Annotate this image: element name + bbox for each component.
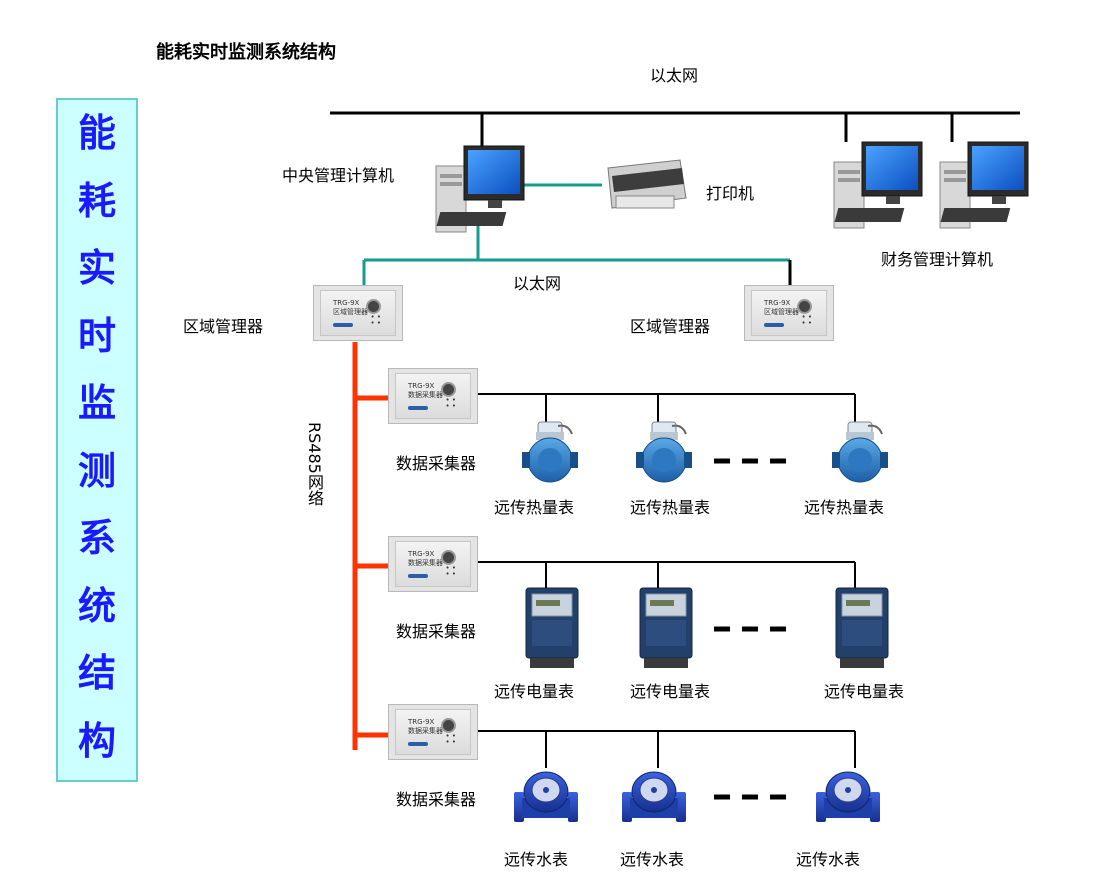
heat-meter-icon [831, 421, 889, 483]
collector-label: 数据采集器 [396, 790, 477, 809]
central-computer-label: 中央管理计算机 [282, 166, 395, 185]
finance-computer-label: 财务管理计算机 [881, 250, 994, 269]
water-meter-label: 远传水表 [620, 850, 685, 869]
ethernet-top-label: 以太网 [650, 66, 699, 85]
heat-meter-label: 远传热量表 [494, 498, 575, 517]
electric-meter-icon [639, 587, 693, 669]
water-meter-label: 远传水表 [504, 850, 569, 869]
heat-meter-icon [521, 421, 579, 483]
rs485-label: RS485网络 [305, 422, 324, 506]
water-meter-label: 远传水表 [796, 850, 861, 869]
collector-label: 数据采集器 [396, 622, 477, 641]
zone-manager-label: 区域管理器 [630, 317, 711, 336]
side-title-char: 统 [77, 583, 116, 628]
water-meter-icon [621, 771, 687, 823]
side-title-char: 监 [77, 381, 116, 425]
water-meter-icon [513, 771, 579, 823]
side-title-char: 耗 [77, 178, 116, 223]
ethernet-mid-label: 以太网 [513, 274, 562, 293]
side-title-char: 时 [77, 313, 116, 358]
collector-label: 数据采集器 [396, 454, 477, 473]
water-meter-icon [815, 771, 881, 823]
side-title-char: 系 [77, 516, 116, 560]
side-title-char: 实 [77, 246, 116, 290]
printer-icon [607, 159, 687, 209]
side-title-panel: 能 耗 实 时 监 测 系 统 结 构 [56, 98, 138, 782]
heat-meter-label: 远传热量表 [804, 498, 885, 517]
printer-label: 打印机 [706, 184, 755, 203]
heat-meter-label: 远传热量表 [630, 498, 711, 517]
page-title: 能耗实时监测系统结构 [156, 42, 336, 63]
electric-meter-icon [835, 587, 889, 669]
electric-meter-label: 远传电量表 [630, 682, 711, 701]
zone-manager-label: 区域管理器 [183, 317, 264, 336]
finance-computer-icon [833, 141, 923, 229]
heat-meter-icon [635, 421, 693, 483]
side-title-char: 构 [77, 718, 116, 763]
finance-computer-icon [939, 141, 1029, 229]
side-title-char: 能 [77, 111, 116, 155]
side-title-char: 结 [77, 651, 116, 695]
electric-meter-icon [525, 587, 579, 669]
electric-meter-label: 远传电量表 [824, 682, 905, 701]
electric-meter-label: 远传电量表 [494, 682, 575, 701]
central-computer-icon [435, 145, 525, 233]
side-title-char: 测 [77, 448, 116, 493]
